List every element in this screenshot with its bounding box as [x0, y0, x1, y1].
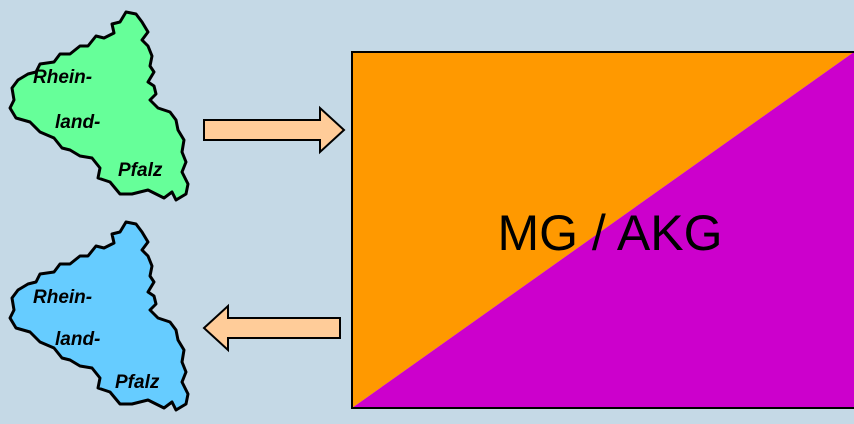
map-top-line-3: Pfalz: [118, 160, 163, 181]
map-bottom-line-3: Pfalz: [115, 372, 160, 393]
arrow-right: [203, 105, 346, 155]
box-border: [351, 51, 854, 409]
map-bottom-line-2: land-: [55, 329, 100, 350]
map-shape-top: [8, 10, 190, 202]
map-top-line-1: Rhein-: [33, 67, 92, 88]
map-rheinland-pfalz-top: Rhein- land- Pfalz: [8, 10, 190, 202]
box-magenta-half: [352, 52, 854, 408]
map-rheinland-pfalz-bottom: Rhein- land- Pfalz: [8, 220, 190, 412]
arrow-left: [202, 303, 341, 353]
map-shape-bottom: [8, 220, 190, 412]
mg-akg-box: MG / AKG: [351, 51, 854, 409]
map-top-line-2: land-: [55, 112, 100, 133]
map-bottom-line-1: Rhein-: [33, 287, 92, 308]
box-label: MG / AKG: [497, 205, 722, 261]
